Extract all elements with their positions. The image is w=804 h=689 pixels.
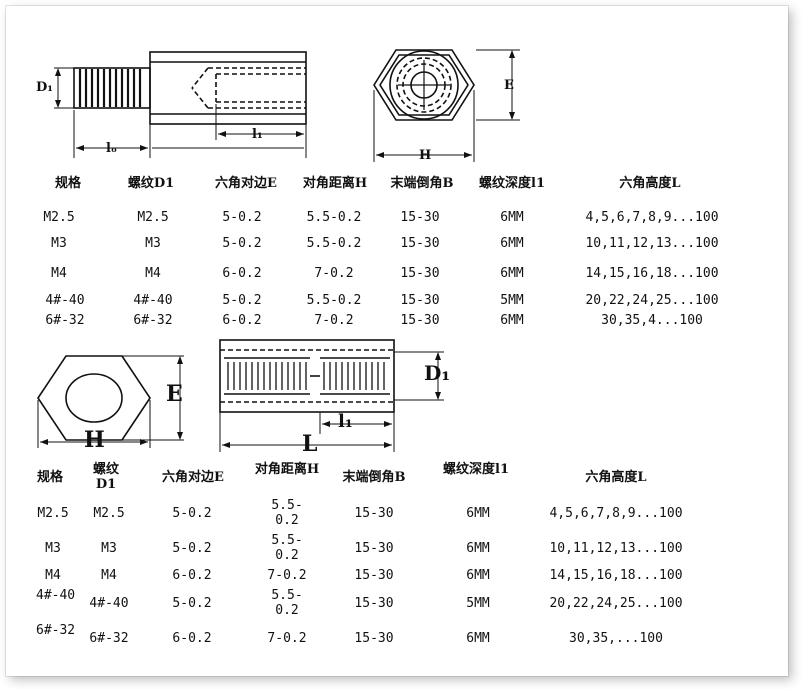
- table-cell: 10,11,12,13...100: [549, 541, 683, 556]
- table-cell: 15-30: [354, 541, 394, 556]
- table-cell: 6#-32: [36, 623, 76, 638]
- table-cell: 5.5-0.2: [271, 588, 303, 618]
- table-cell: 4#-40: [45, 293, 85, 308]
- table-cell: M3: [51, 236, 67, 251]
- dim-label-e-2: E: [166, 381, 183, 407]
- table-cell: 15-30: [354, 506, 394, 521]
- table-cell: 6MM: [500, 210, 524, 225]
- table-cell: 7-0.2: [267, 568, 307, 583]
- table-cell: 6-0.2: [172, 631, 212, 646]
- table-cell: 5-0.2: [172, 596, 212, 611]
- table1-header: 六角对边E: [215, 176, 277, 191]
- dim-label-l1: l₁: [252, 127, 263, 142]
- table-cell: 20,22,24,25...100: [585, 293, 719, 308]
- table-cell: 10,11,12,13...100: [585, 236, 719, 251]
- table2-header: 螺纹D1: [92, 462, 119, 492]
- table2-header: 六角高度L: [585, 470, 647, 485]
- table-cell: M2.5: [37, 506, 69, 521]
- table-cell: M4: [51, 266, 67, 281]
- table-cell: 30,35,4...100: [601, 313, 703, 328]
- table-cell: 4,5,6,7,8,9...100: [585, 210, 719, 225]
- table-cell: 5.5-0.2: [271, 533, 303, 563]
- table2-header: 螺纹深度l1: [443, 462, 509, 477]
- table-cell: 5.5-0.2: [306, 210, 362, 225]
- table-cell: 6-0.2: [222, 266, 262, 281]
- table-cell: 6-0.2: [222, 313, 262, 328]
- table-cell: 6MM: [500, 236, 524, 251]
- table-cell: 6MM: [466, 631, 490, 646]
- dim-label-d1-2: D₁: [424, 361, 451, 385]
- table-cell: M4: [145, 266, 161, 281]
- table-cell: 30,35,...100: [569, 631, 663, 646]
- table-cell: 7-0.2: [314, 266, 354, 281]
- table-cell: M4: [45, 568, 61, 583]
- table-cell: 5-0.2: [172, 506, 212, 521]
- table1-header: 末端倒角B: [390, 176, 454, 191]
- table-cell: M2.5: [137, 210, 169, 225]
- table-cell: 5MM: [466, 596, 490, 611]
- table-cell: 6MM: [466, 541, 490, 556]
- table2-header: 末端倒角B: [342, 470, 406, 485]
- drawing-sheet: [6, 6, 788, 676]
- table-cell: 5MM: [500, 293, 524, 308]
- table-cell: 15-30: [354, 631, 394, 646]
- table-cell: 15-30: [400, 236, 440, 251]
- dim-label-h-2: H: [84, 427, 105, 453]
- dim-label-l1-2: l₁: [338, 411, 353, 432]
- table-cell: M3: [45, 541, 61, 556]
- table-cell: 5.5-0.2: [271, 498, 303, 528]
- table2-header: 规格: [36, 470, 63, 485]
- table-cell: 6MM: [500, 266, 524, 281]
- table1-header: 规格: [54, 176, 81, 191]
- dim-label-h: H: [419, 148, 432, 163]
- table-cell: 15-30: [400, 210, 440, 225]
- table-cell: 15-30: [400, 313, 440, 328]
- dim-label-d1: D₁: [36, 80, 53, 95]
- table-cell: 7-0.2: [267, 631, 307, 646]
- table2-header: 对角距离H: [254, 462, 320, 477]
- table-cell: 5.5-0.2: [306, 293, 362, 308]
- dim-label-lo: lₒ: [106, 141, 118, 156]
- table-cell: 4#-40: [36, 588, 76, 603]
- table-cell: 5-0.2: [222, 236, 262, 251]
- table1-header: 螺纹深度l1: [479, 176, 545, 191]
- table-cell: 14,15,16,18...100: [585, 266, 719, 281]
- dim-label-e: E: [504, 78, 514, 93]
- table-cell: 7-0.2: [314, 313, 354, 328]
- table-cell: 20,22,24,25...100: [549, 596, 683, 611]
- table-cell: M3: [101, 541, 117, 556]
- table-cell: 15-30: [400, 293, 440, 308]
- table-cell: 4#-40: [133, 293, 173, 308]
- table-cell: 6-0.2: [172, 568, 212, 583]
- table-cell: 4,5,6,7,8,9...100: [549, 506, 683, 521]
- table1-header: 对角距离H: [302, 176, 368, 191]
- table-cell: M3: [145, 236, 161, 251]
- table-cell: 6#-32: [45, 313, 85, 328]
- table1-header: 螺纹D1: [127, 176, 175, 191]
- table-cell: 14,15,16,18...100: [549, 568, 683, 583]
- table2-header: 六角对边E: [162, 470, 224, 485]
- table-cell: M4: [101, 568, 117, 583]
- table-cell: 15-30: [400, 266, 440, 281]
- table-cell: 15-30: [354, 596, 394, 611]
- table-cell: 15-30: [354, 568, 394, 583]
- table-cell: 5.5-0.2: [306, 236, 362, 251]
- table-cell: 6MM: [466, 506, 490, 521]
- table-cell: 5-0.2: [222, 293, 262, 308]
- table-cell: M2.5: [43, 210, 75, 225]
- table-cell: 5-0.2: [172, 541, 212, 556]
- table-cell: 6#-32: [133, 313, 173, 328]
- table-cell: 6#-32: [89, 631, 129, 646]
- dim-label-l-2: L: [302, 431, 318, 457]
- table1-header: 六角高度L: [619, 176, 681, 191]
- table-cell: 6MM: [500, 313, 524, 328]
- table-cell: 5-0.2: [222, 210, 262, 225]
- table-cell: M2.5: [93, 506, 125, 521]
- table-cell: 4#-40: [89, 596, 129, 611]
- table-cell: 6MM: [466, 568, 490, 583]
